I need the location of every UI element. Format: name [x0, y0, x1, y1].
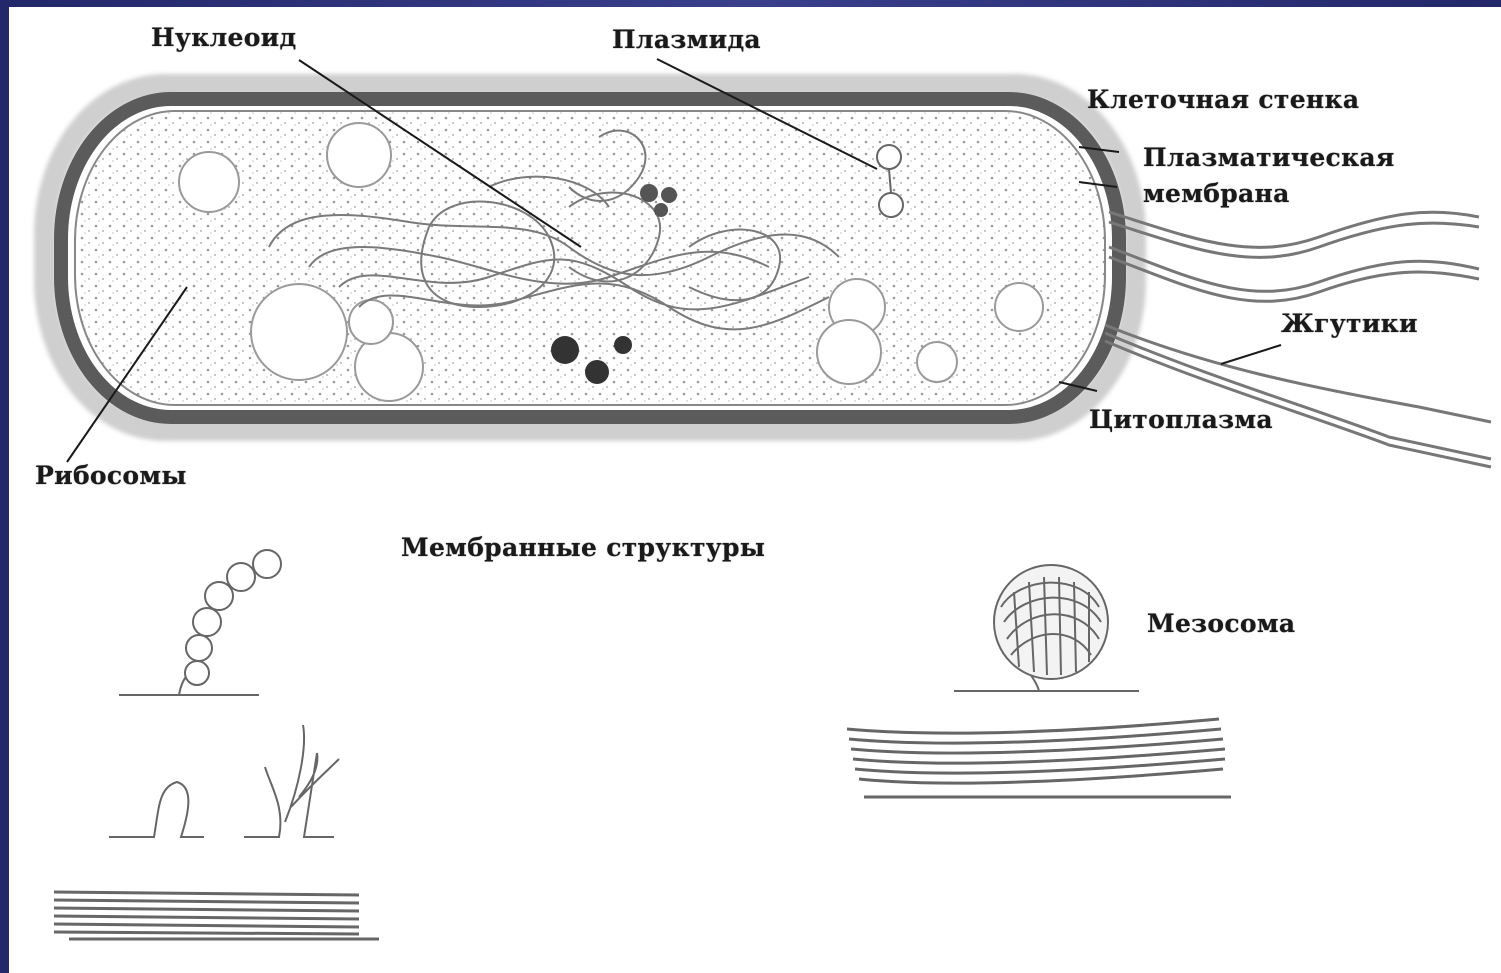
mesosome-shape	[954, 565, 1139, 691]
label-membrane-structures: Мембранные структуры	[401, 533, 765, 562]
label-flagella: Жгутики	[1281, 309, 1418, 338]
invaginations	[109, 725, 339, 837]
diagram-canvas: Нуклеоид Плазмида Клеточная стенка Плазм…	[9, 7, 1501, 973]
vesicle-chain	[119, 550, 281, 695]
lamellar-stack-left	[54, 892, 379, 939]
label-cell-wall: Клеточная стенка	[1087, 85, 1359, 114]
label-cytoplasm: Цитоплазма	[1089, 405, 1273, 434]
label-mesosome: Мезосома	[1147, 609, 1295, 638]
label-ribosomes: Рибосомы	[35, 461, 187, 490]
label-plasma-membrane-line1: Плазматическая	[1143, 143, 1395, 172]
label-plasmid: Плазмида	[612, 25, 761, 54]
lamellar-stack-right	[847, 719, 1231, 797]
label-nucleoid: Нуклеоид	[151, 23, 297, 52]
label-plasma-membrane-line2: мембрана	[1143, 179, 1290, 208]
